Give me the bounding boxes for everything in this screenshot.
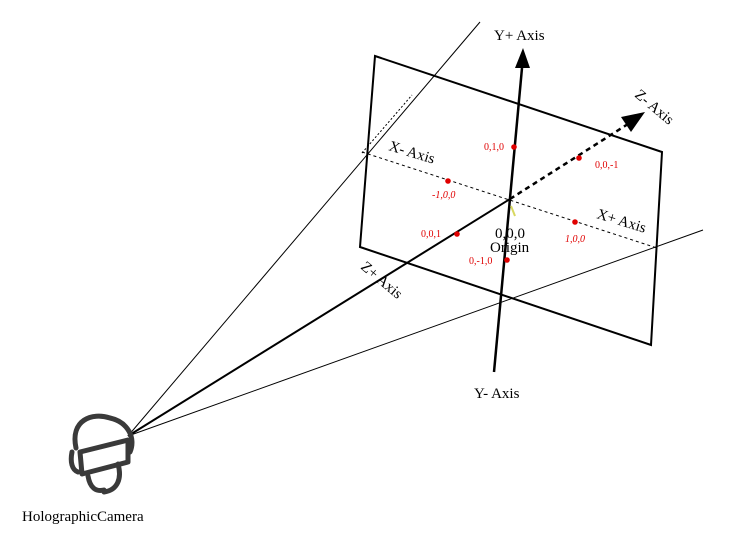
origin-label: Origin [490, 240, 530, 256]
point-z-minus [576, 155, 582, 161]
z-minus-axis-label: Z- Axis [631, 87, 676, 129]
x-axis-line [361, 151, 658, 249]
x-plus-axis-label: X+ Axis [595, 207, 648, 237]
point-z-plus-label: 0,0,1 [421, 229, 441, 240]
y-plus-axis-label: Y+ Axis [494, 28, 545, 44]
point-y-plus [511, 144, 517, 150]
y-axis-line [492, 67, 524, 373]
point-x-minus-label: -1,0,0 [432, 190, 455, 201]
point-y-minus [504, 257, 510, 263]
holographic-headset-icon [68, 413, 135, 495]
frustum-line-upper [127, 21, 481, 437]
point-x-plus-label: 1,0,0 [565, 234, 585, 245]
origin-marker-icon [510, 205, 516, 217]
z-plus-axis-label: Z+ Axis [357, 259, 405, 303]
z-minus-arrowhead [621, 112, 645, 132]
z-plus-axis-line [127, 198, 511, 437]
x-minus-axis-label: X- Axis [387, 139, 437, 168]
point-z-minus-label: 0,0,-1 [595, 160, 618, 171]
point-z-plus [454, 231, 460, 237]
y-minus-axis-label: Y- Axis [474, 386, 520, 402]
frustum-line-lower [127, 229, 704, 437]
camera-ray-dotted [361, 94, 413, 154]
holographic-camera-label: HolographicCamera [22, 509, 144, 525]
point-y-plus-label: 0,1,0 [484, 142, 504, 153]
point-y-minus-label: 0,-1,0 [469, 256, 492, 267]
origin-coords-label: 0,0,0 [495, 226, 525, 242]
y-plus-arrowhead [515, 48, 530, 68]
point-x-minus [445, 178, 451, 184]
point-x-plus [572, 219, 578, 225]
image-plane [358, 54, 664, 347]
